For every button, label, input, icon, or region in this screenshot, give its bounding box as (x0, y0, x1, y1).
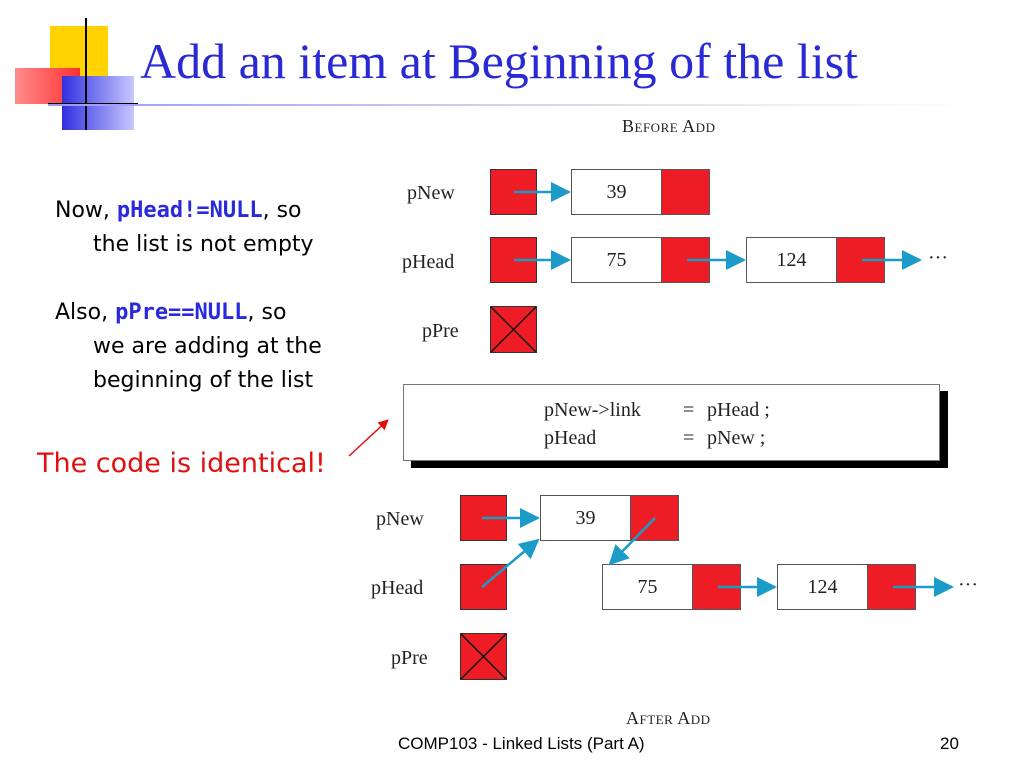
label-phead-before: pHead (402, 251, 455, 273)
label-pnew-after: pNew (376, 508, 424, 530)
bullet-continuation: we are adding at the (93, 334, 322, 359)
node-39-before: 39 (571, 169, 710, 215)
node-39-after: 39 (540, 495, 679, 541)
label-pnew-before: pNew (407, 182, 455, 204)
arrow-39-link-to-75-after (608, 517, 656, 566)
bullet-text: , so (262, 198, 302, 223)
node-value: 75 (606, 248, 627, 271)
code-line-2-lhs: pHead (544, 427, 597, 449)
node-value: 75 (637, 575, 658, 598)
node-value: 124 (807, 575, 838, 598)
bullet-text: , so (247, 300, 287, 325)
bullet-text: Also, (55, 300, 116, 325)
node-value: 39 (606, 180, 627, 203)
label-phead-after: pHead (371, 577, 424, 599)
code-phead-not-null: pHead!=NULL (116, 198, 263, 223)
code-identical-note: The code is identical! (37, 448, 326, 479)
code-box: pNew->link = pHead ; pHead = pNew ; (403, 384, 940, 461)
ellipsis-after: ··· (958, 574, 978, 596)
slide-title: Add an item at Beginning of the list (140, 33, 858, 89)
ellipsis-before: ··· (928, 247, 948, 269)
node-link (661, 170, 709, 214)
bullet-continuation: beginning of the list (93, 368, 314, 393)
before-add-caption: Before Add (622, 116, 716, 136)
code-line-2-rhs: pNew ; (707, 427, 766, 449)
after-add-caption: After Add (626, 708, 711, 728)
bullet-continuation: the list is not empty (93, 232, 314, 257)
label-ppre-after: pPre (391, 647, 428, 669)
title-underline (48, 104, 968, 106)
bullet-text: Now, (55, 198, 117, 223)
ppre-null-box-after (460, 633, 507, 680)
arrow-phead-to-39-after (481, 538, 540, 588)
page-number: 20 (940, 734, 959, 753)
decor-vertical-line (85, 18, 87, 130)
node-75-after: 75 (602, 564, 741, 610)
bullet-adding-at-beginning: Also, pPre==NULL, so we are adding at th… (55, 296, 385, 398)
code-ppre-null: pPre==NULL (115, 300, 248, 325)
node-value: 39 (575, 506, 596, 529)
code-line-1-op: = (683, 399, 695, 421)
code-line-2-op: = (683, 427, 695, 449)
label-ppre-before: pPre (422, 320, 459, 342)
ppre-null-box-before (490, 306, 537, 353)
callout-arrow (348, 419, 389, 457)
footer-course: COMP103 - Linked Lists (Part A) (398, 734, 645, 753)
bullet-list-not-empty: Now, pHead!=NULL, so the list is not emp… (55, 194, 385, 262)
node-value: 124 (776, 248, 807, 271)
code-line-1-rhs: pHead ; (707, 399, 770, 421)
code-line-1-lhs: pNew->link (544, 399, 641, 421)
